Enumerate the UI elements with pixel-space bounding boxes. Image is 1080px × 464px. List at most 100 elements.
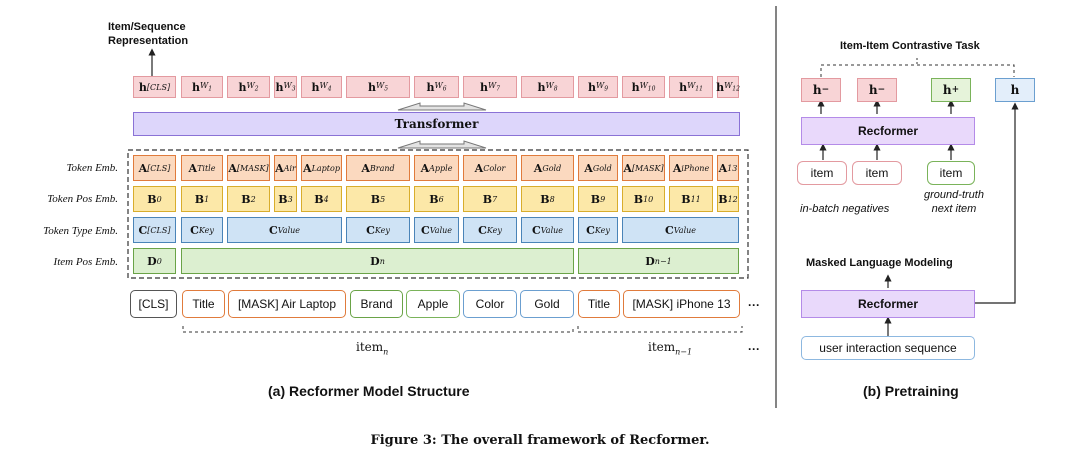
token-pos-emb-5-sub: 5 (380, 194, 386, 204)
input-token-0: [CLS] (130, 290, 177, 318)
hidden-state-5-sub-index: 5 (384, 85, 389, 93)
token-pos-emb-2-sub: 2 (250, 194, 256, 204)
hidden-up-arrow (397, 102, 487, 111)
token-pos-emb-3-base: B (278, 192, 288, 206)
negatives-label: in-batch negatives (800, 203, 890, 215)
hidden-state-8-base: h (537, 80, 546, 94)
hidden-state-11-sub-letter: W (687, 81, 696, 91)
input-token-7: Title (578, 290, 620, 318)
embedding-dashed-box (127, 149, 749, 279)
token-emb-11-sub: iPhone (681, 163, 710, 173)
item-n-label: itemn (356, 340, 388, 356)
token-pos-emb-10-base: B (633, 192, 644, 206)
token-type-emb-5-base: C (478, 223, 487, 237)
token-emb-12-sub: 13 (727, 163, 738, 173)
token-type-emb-5-sub: Key (486, 225, 502, 235)
token-type-emb-2-base: C (268, 223, 278, 237)
hidden-state-8-sub-index: 8 (553, 85, 558, 93)
input-token-6: Gold (520, 290, 574, 318)
hidden-state-11-sub-index: 11 (695, 85, 703, 93)
h-minus-2-sub: − (877, 85, 886, 95)
token-emb-0: A[CLS] (133, 155, 176, 181)
token-pos-emb-12-sub: 12 (727, 194, 738, 204)
hidden-state-10-sub: W10 (640, 81, 656, 93)
hidden-state-4-sub-letter: W (319, 81, 328, 91)
token-type-emb-0-base: C (138, 223, 148, 237)
item-pos-emb-1-base: D (370, 254, 380, 268)
input-token-2: [MASK] Air Laptop (228, 290, 346, 318)
items-ellipsis: ··· (748, 342, 760, 356)
token-type-emb-6-sub: Value (540, 225, 564, 235)
token-type-emb-7-base: C (586, 223, 595, 237)
token-emb-1-sub: Title (197, 163, 216, 173)
figure-caption: Figure 3: The overall framework of Recfo… (370, 433, 710, 448)
hidden-state-11-sub: W11 (687, 81, 703, 93)
token-pos-emb-7-sub: 7 (492, 194, 498, 204)
token-emb-5-base: A (361, 161, 370, 175)
item-pos-emb-2-base: D (645, 254, 655, 268)
h-plus: h+ (931, 78, 971, 102)
hidden-state-2-sub: W2 (246, 81, 258, 93)
token-pos-emb-5-base: B (370, 192, 381, 206)
token-pos-emb-1-sub: 1 (204, 194, 210, 204)
hidden-state-6-sub-letter: W (434, 81, 443, 91)
h-plus-base: h (942, 83, 952, 97)
hidden-state-1-sub-index: 1 (208, 85, 213, 93)
item-pos-emb-0-base: D (147, 254, 157, 268)
item-n1-label: itemn−1 (648, 340, 692, 356)
hidden-state-8-sub-letter: W (545, 81, 554, 91)
hidden-state-0-base: h (138, 80, 147, 94)
caption-a: (a) Recformer Model Structure (268, 383, 470, 399)
h-minus-1-sub: − (821, 85, 830, 95)
input-token-4: Apple (406, 290, 460, 318)
hidden-state-4-sub: W4 (319, 81, 331, 93)
token-emb-8-sub: Gold (542, 163, 562, 173)
token-type-emb-4-sub: Value (429, 225, 453, 235)
token-pos-emb-1-base: B (194, 192, 205, 206)
token-type-emb-3-base: C (366, 223, 375, 237)
recformer-bottom: Recformer (801, 290, 975, 318)
hidden-state-12-sub-letter: W (724, 81, 733, 91)
item-pos-emb-2-sub: n−1 (654, 256, 672, 266)
tokens-ellipsis: ··· (748, 298, 760, 312)
embed-up-arrow (397, 140, 487, 149)
input-token-8: [MASK] iPhone 13 (623, 290, 740, 318)
token-emb-7-sub: Color (483, 163, 506, 173)
token-emb-10: A[MASK] (622, 155, 665, 181)
token-pos-emb-0-base: B (147, 192, 157, 206)
token-pos-emb-10-sub: 10 (643, 194, 654, 204)
hidden-state-8-sub: W8 (545, 81, 557, 93)
item-negative-2: item (852, 161, 902, 185)
item-n-bracket (182, 326, 574, 333)
hidden-state-9-base: h (587, 80, 596, 94)
hidden-state-5-sub-letter: W (375, 81, 385, 91)
ground-truth-label: ground-truth next item (922, 188, 986, 216)
token-type-emb-3-sub: Key (374, 225, 390, 235)
token-emb-2: A[MASK] (227, 155, 270, 181)
hidden-state-2-sub-letter: W (246, 81, 255, 91)
hidden-state-9-sub: W9 (596, 81, 608, 93)
hidden-state-7-sub: W7 (488, 81, 500, 93)
hidden-state-5-base: h (367, 80, 376, 94)
representation-label-line1: Item/Sequence (108, 21, 186, 33)
